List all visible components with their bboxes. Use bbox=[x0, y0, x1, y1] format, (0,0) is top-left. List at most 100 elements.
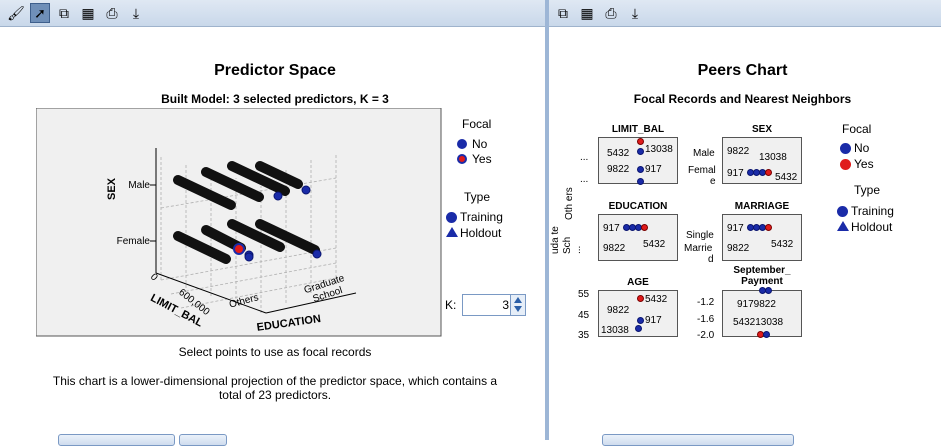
pointer-icon[interactable]: ➚ bbox=[30, 3, 50, 23]
cell-september-payment[interactable]: 9179822 543213038 bbox=[722, 287, 802, 338]
tick-female-wrap: e bbox=[710, 176, 716, 187]
cell-sex[interactable]: 9822 13038 917 5432 bbox=[722, 137, 802, 184]
legend-type-title: Type bbox=[854, 183, 881, 197]
copy-data-icon[interactable]: ▦ bbox=[81, 5, 95, 21]
tick-female: Female bbox=[116, 236, 150, 247]
select-points-caption: Select points to use as focal records bbox=[178, 345, 372, 359]
legend-training-icon bbox=[837, 206, 848, 217]
cell-marriage-title: MARRIAGE bbox=[734, 201, 790, 212]
legend-holdout-label: Holdout bbox=[460, 226, 502, 240]
tick-married-wrap: d bbox=[708, 254, 714, 265]
tick-others: Oth ers bbox=[564, 187, 575, 220]
tick-ellipsis: ... bbox=[580, 152, 589, 163]
legend-training-label: Training bbox=[460, 210, 503, 224]
k-down-icon[interactable] bbox=[514, 306, 522, 312]
k-up-icon[interactable] bbox=[514, 297, 522, 303]
k-spinner[interactable]: 3 bbox=[462, 294, 526, 316]
legend-holdout-label: Holdout bbox=[851, 220, 893, 234]
tick-neg1-6: -1.6 bbox=[697, 314, 715, 325]
legend-yes-label: Yes bbox=[854, 157, 874, 171]
cell-sep-title: September_ Payment bbox=[733, 265, 791, 287]
dot-neighbor[interactable] bbox=[635, 325, 642, 332]
dot-neighbor[interactable] bbox=[637, 166, 644, 173]
tick-graduate: uda te bbox=[550, 226, 561, 254]
dot-focal[interactable] bbox=[765, 224, 772, 231]
cell-education[interactable]: 917 9822 5432 bbox=[598, 214, 678, 261]
legend-yes-icon bbox=[840, 159, 851, 170]
print-icon[interactable]: ⎙ bbox=[106, 5, 118, 21]
dot-neighbor[interactable] bbox=[765, 287, 772, 294]
label-9822: 9822 bbox=[607, 164, 630, 175]
label-9822: 9822 bbox=[607, 305, 630, 316]
label-543213038: 543213038 bbox=[733, 317, 784, 328]
legend-yes-icon bbox=[457, 154, 467, 164]
k-value[interactable]: 3 bbox=[502, 298, 509, 312]
label-9822: 9822 bbox=[727, 146, 750, 157]
label-13038: 13038 bbox=[759, 152, 787, 163]
legend-no-icon bbox=[840, 143, 851, 154]
label-5432: 5432 bbox=[645, 294, 668, 305]
dot-focal[interactable] bbox=[765, 169, 772, 176]
tick-ellipsis: ... bbox=[572, 245, 583, 254]
copy-chart-icon[interactable]: ⧉ bbox=[59, 5, 69, 21]
tick-55: 55 bbox=[578, 289, 590, 300]
label-917: 917 bbox=[603, 223, 620, 234]
dot-neighbor[interactable] bbox=[637, 317, 644, 324]
left-toolbar: 🖌 ➚ ⧉ ▦ ⎙ ⤓ bbox=[0, 0, 545, 27]
dot-focal[interactable] bbox=[637, 138, 644, 145]
cell-limitbal[interactable]: 5432 13038 9822 917 bbox=[598, 137, 678, 185]
legend-focal-title: Focal bbox=[462, 117, 492, 131]
tick-45: 45 bbox=[578, 310, 590, 321]
cell-marriage[interactable]: 917 9822 5432 bbox=[722, 214, 802, 261]
legend-holdout-icon bbox=[837, 221, 849, 231]
tick-male: Male bbox=[128, 180, 150, 191]
right-toolbar: ⧉ ▦ ⎙ ⤓ bbox=[549, 0, 941, 27]
projection-caption: This chart is a lower-dimensional projec… bbox=[52, 374, 498, 402]
cell-education-title: EDUCATION bbox=[608, 201, 668, 212]
legend-training-label: Training bbox=[851, 204, 894, 218]
dot-neighbor[interactable] bbox=[763, 331, 770, 338]
tick-35: 35 bbox=[578, 330, 590, 341]
peers-chart-subtitle: Focal Records and Nearest Neighbors bbox=[633, 92, 852, 106]
pane-splitter[interactable] bbox=[545, 0, 549, 440]
label-5432: 5432 bbox=[607, 148, 630, 159]
label-13038: 13038 bbox=[645, 144, 673, 155]
copy-chart-icon[interactable]: ⧉ bbox=[558, 5, 568, 21]
left-bottom-button-1[interactable] bbox=[58, 434, 175, 446]
tick-neg2-0: -2.0 bbox=[697, 330, 715, 341]
print-icon[interactable]: ⎙ bbox=[605, 5, 617, 21]
dot-focal[interactable] bbox=[641, 224, 648, 231]
label-9822: 9822 bbox=[727, 243, 750, 254]
label-9179822: 9179822 bbox=[737, 299, 776, 310]
tick-single: Single bbox=[686, 230, 714, 241]
legend-focal-title: Focal bbox=[842, 122, 872, 136]
legend-no-label: No bbox=[854, 141, 870, 155]
dot-focal[interactable] bbox=[637, 295, 644, 302]
tick-female: Femal bbox=[688, 165, 716, 176]
peers-chart-title: Peers Chart bbox=[697, 62, 788, 79]
label-917: 917 bbox=[727, 223, 744, 234]
brush-icon[interactable]: 🖌 bbox=[7, 5, 25, 21]
tick-male: Male bbox=[693, 148, 715, 159]
dot-neighbor[interactable] bbox=[637, 148, 644, 155]
k-label: K: bbox=[445, 298, 457, 312]
copy-data-icon[interactable]: ▦ bbox=[580, 5, 594, 21]
export-icon[interactable]: ⤓ bbox=[631, 5, 639, 21]
predictor-space-title: Predictor Space bbox=[214, 62, 336, 79]
legend-yes-label: Yes bbox=[472, 152, 492, 166]
legend-holdout-icon bbox=[446, 227, 458, 237]
label-5432: 5432 bbox=[775, 172, 798, 183]
legend-no-label: No bbox=[472, 137, 488, 151]
k-stepper[interactable] bbox=[510, 295, 525, 315]
tick-neg1-2: -1.2 bbox=[697, 297, 715, 308]
left-bottom-button-2[interactable] bbox=[179, 434, 227, 446]
legend-type-title: Type bbox=[464, 190, 491, 204]
export-icon[interactable]: ⤓ bbox=[132, 5, 140, 21]
right-bottom-button[interactable] bbox=[602, 434, 794, 446]
predictor-space-plot[interactable] bbox=[36, 108, 442, 338]
dot-neighbor[interactable] bbox=[637, 178, 644, 185]
label-917: 917 bbox=[645, 164, 662, 175]
label-5432: 5432 bbox=[643, 239, 666, 250]
predictor-space-subtitle: Built Model: 3 selected predictors, K = … bbox=[161, 92, 389, 106]
cell-age[interactable]: 5432 9822 917 13038 bbox=[598, 290, 678, 337]
